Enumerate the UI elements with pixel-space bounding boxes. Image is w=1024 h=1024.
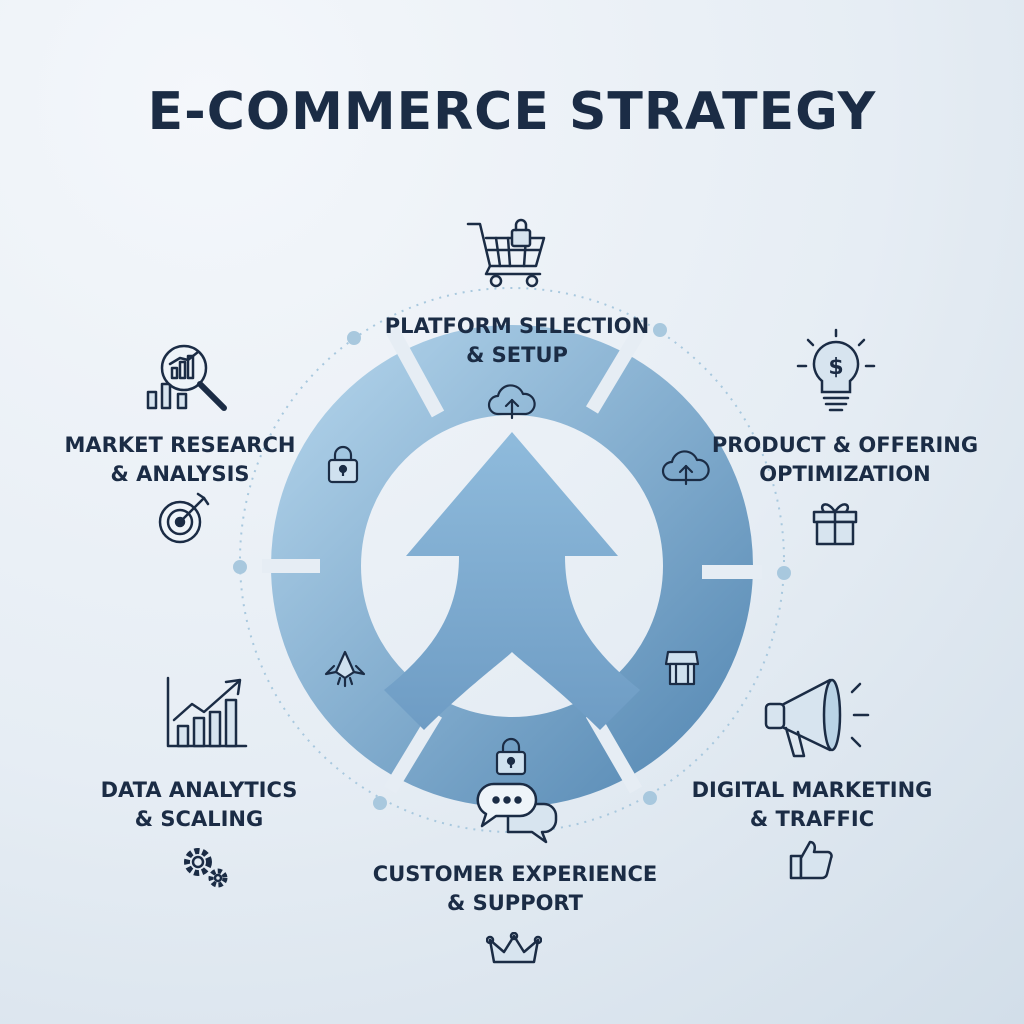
gift-box-icon: [810, 498, 860, 546]
stage-label-research: MARKET RESEARCH& ANALYSIS: [64, 433, 296, 486]
magnifier-chart-icon: [144, 340, 230, 416]
lightbulb-dollar-icon: $: [796, 328, 876, 418]
megaphone-icon: [760, 672, 876, 764]
central-growth-arrow: [384, 432, 640, 730]
stage-label-analytics: DATA ANALYTICS& SCALING: [100, 778, 298, 831]
cloud-upload-icon: [486, 384, 538, 420]
shopping-cart-icon: [466, 216, 550, 288]
orbit-dot: [347, 331, 361, 345]
gears-icon: [178, 840, 232, 892]
orbit-dot: [653, 323, 667, 337]
stage-label-platform: PLATFORM SELECTION& SETUP: [384, 314, 650, 367]
store-awning-icon: [664, 648, 700, 688]
stage-label-marketing: DIGITAL MARKETING& TRAFFIC: [691, 778, 933, 831]
crown-icon: [486, 932, 542, 970]
orbit-dot: [233, 560, 247, 574]
lock-icon: [494, 736, 528, 776]
cloud-upload-icon: [660, 450, 712, 486]
lock-icon: [326, 444, 360, 484]
chat-bubbles-icon: [474, 780, 560, 846]
outer-dotted-orbit: [239, 287, 785, 833]
orbit-dot: [777, 566, 791, 580]
page-title: E-COMMERCE STRATEGY: [147, 82, 877, 142]
orbit-dot: [373, 796, 387, 810]
thumbs-up-icon: [788, 838, 836, 882]
rocket-icon: [324, 648, 366, 690]
bar-chart-growth-icon: [164, 674, 248, 750]
target-arrow-icon: [156, 490, 216, 546]
orbit-dot: [643, 791, 657, 805]
stage-label-customer: CUSTOMER EXPERIENCE& SUPPORT: [372, 862, 658, 915]
svg-text:$: $: [828, 355, 843, 380]
